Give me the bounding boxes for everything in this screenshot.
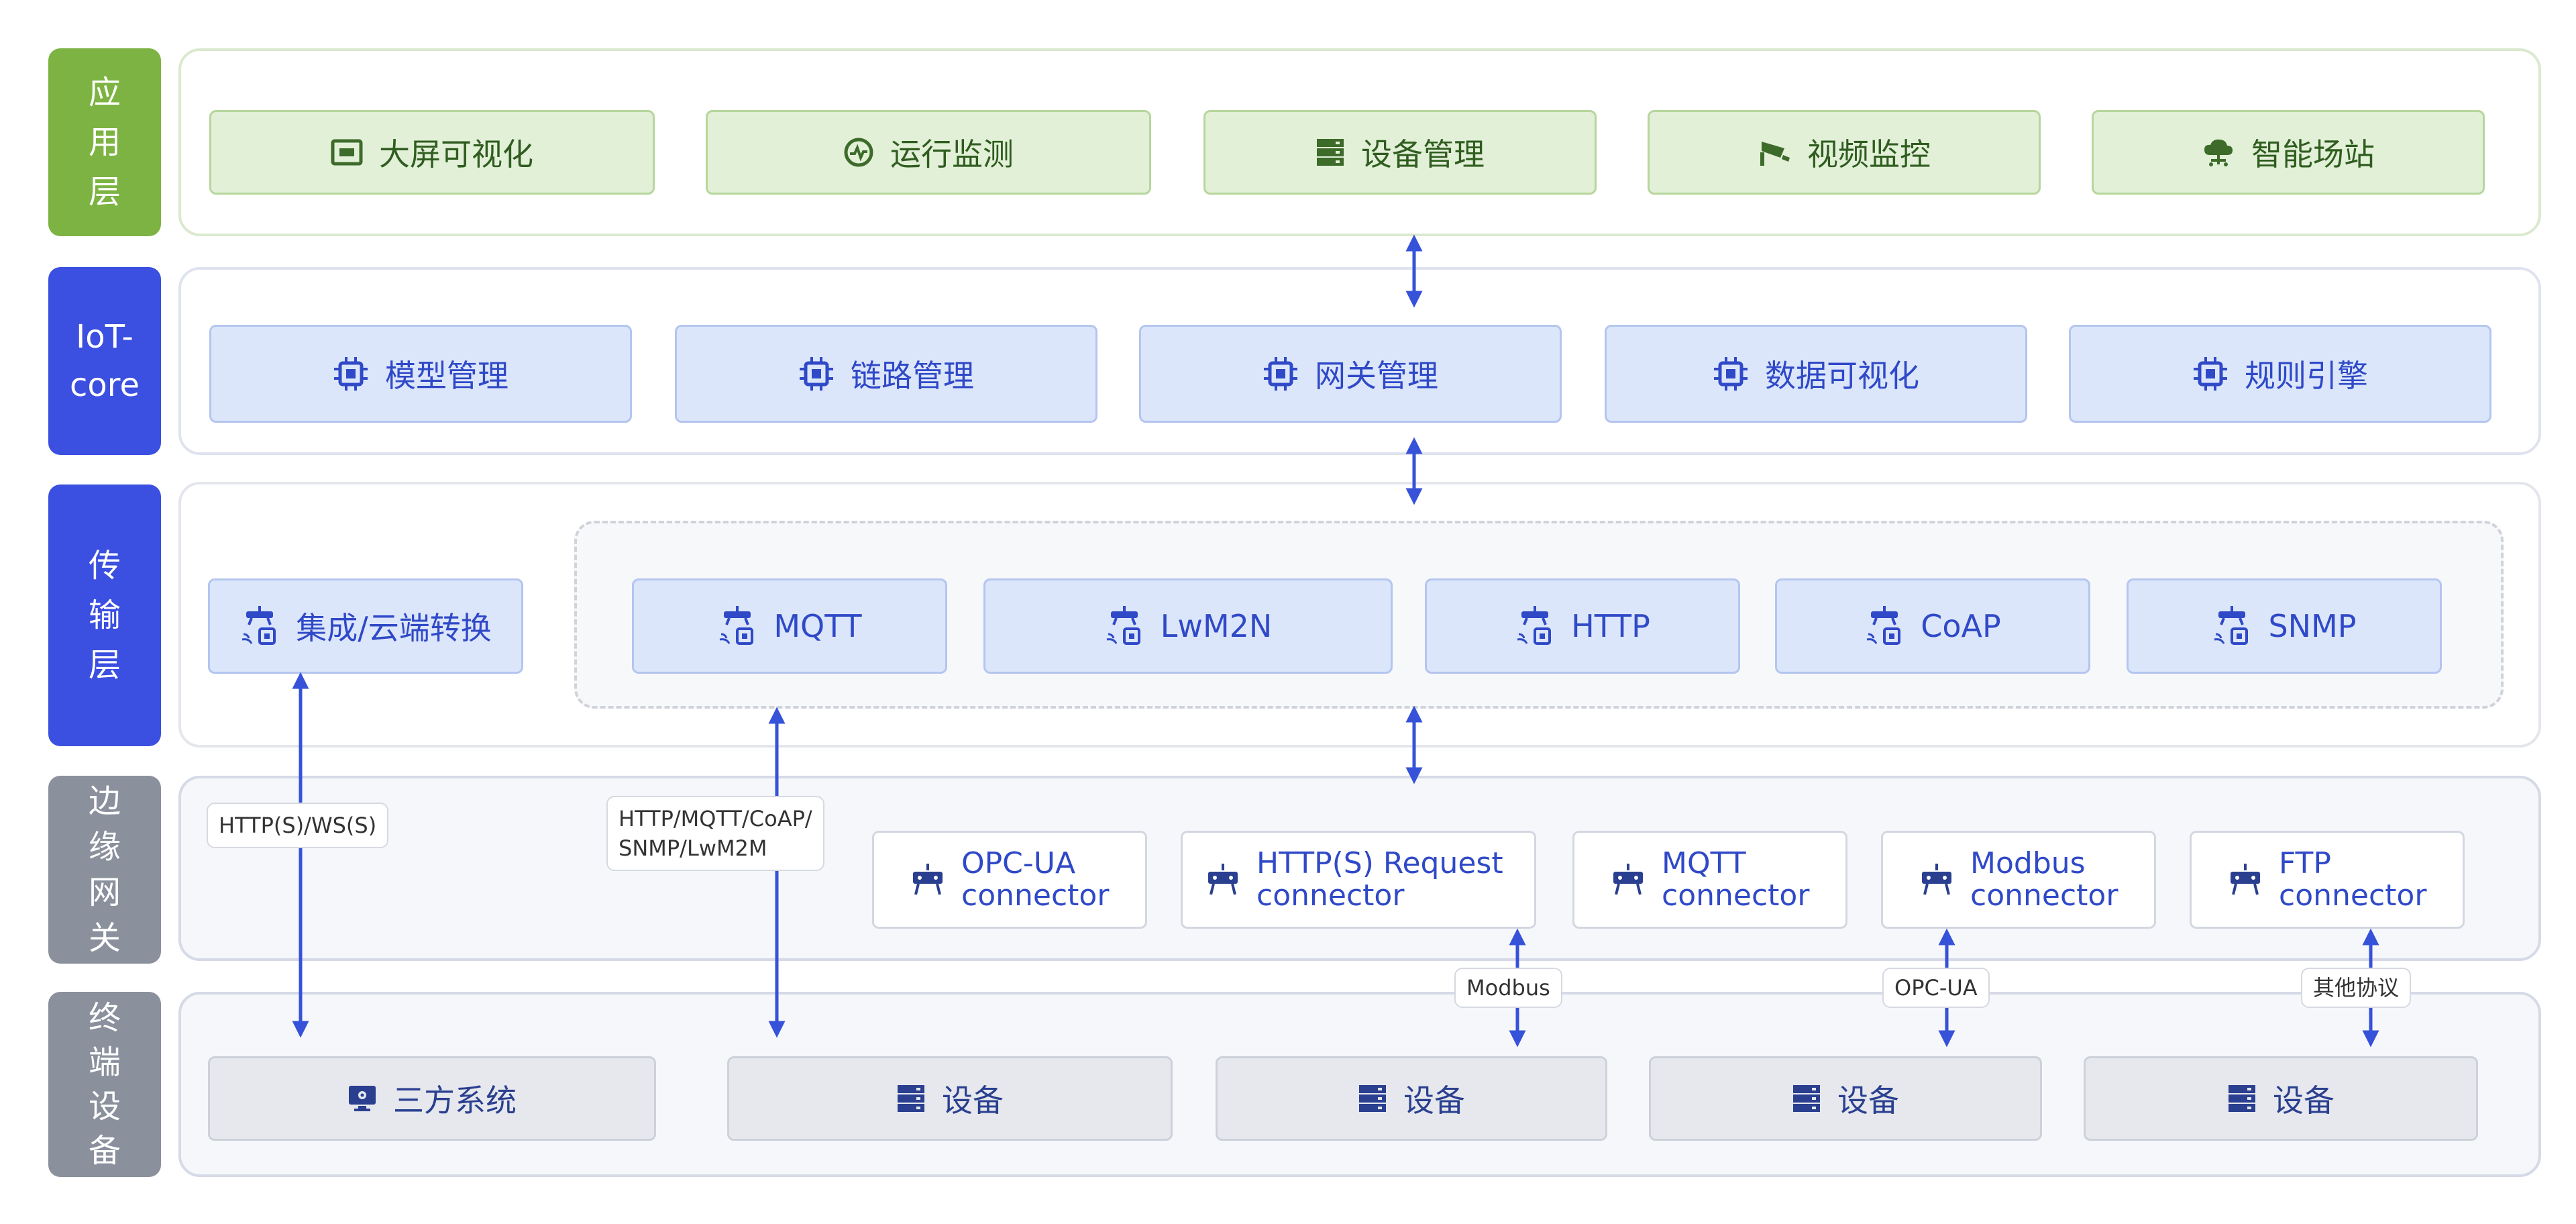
protocol-label-modbus: Modbus	[1454, 968, 1562, 1008]
app-item-label: 智能场站	[2251, 136, 2375, 172]
terminal-item-label: 设备	[1837, 1082, 1899, 1119]
transport-item-label: 集成/云端转换	[296, 610, 492, 646]
chip-icon	[334, 357, 368, 391]
iot-node-icon	[1106, 606, 1140, 645]
iot-node-icon	[1866, 606, 1901, 645]
protocol-label-https-ws: HTTP(S)/WS(S)	[207, 803, 389, 848]
iot-item-label: 模型管理	[385, 358, 508, 394]
chip-icon	[1264, 357, 1297, 391]
server-icon	[1793, 1085, 1820, 1112]
app-item-label: 大屏可视化	[379, 136, 533, 172]
protocol-label-opcua: OPC-UA	[1882, 968, 1990, 1008]
terminal-item-label: 三方系统	[393, 1082, 517, 1119]
server-icon	[1359, 1085, 1386, 1112]
terminal-item-third-party[interactable]: 三方系统	[208, 1039, 677, 1141]
terminal-item-label: 设备	[942, 1082, 1004, 1119]
app-item-label: 设备管理	[1361, 136, 1485, 172]
layer-label-iot-core: IoT- core	[48, 267, 161, 455]
connector-icon	[2231, 864, 2260, 895]
layer-label-edge: 边 缘 网 关	[48, 776, 161, 964]
iot-item-label: 数据可视化	[1765, 358, 1919, 394]
terminal-item-label: 设备	[1403, 1082, 1465, 1119]
iot-node-icon	[720, 606, 754, 645]
connector-icon	[1208, 864, 1238, 895]
app-item-label: 视频监控	[1807, 136, 1931, 172]
layer-label-app: 应 用 层	[48, 48, 161, 236]
protocol-label-other: 其他协议	[2301, 968, 2412, 1008]
app-item-run-monitor[interactable]: 运行监测	[706, 91, 1175, 195]
layer-label-transport: 传 输 层	[48, 484, 161, 746]
desktop-gear-icon	[349, 1086, 376, 1111]
transport-item-mqtt[interactable]: MQTT	[632, 562, 968, 674]
connector-icon	[1613, 864, 1643, 895]
transport-item-label: HTTP	[1571, 608, 1650, 644]
app-item-label: 运行监测	[890, 136, 1014, 172]
transport-item-label: MQTT	[773, 608, 862, 644]
server-icon	[1317, 139, 1344, 166]
connector-icon	[1922, 864, 1951, 895]
chip-icon	[800, 357, 833, 391]
iot-node-icon	[241, 606, 276, 645]
connector-icon	[913, 864, 943, 895]
iot-node-icon	[1517, 606, 1552, 645]
iot-node-icon	[2214, 606, 2249, 645]
monitor-icon	[331, 139, 363, 166]
iot-item-label: 链路管理	[851, 358, 974, 394]
iot-item-label: 网关管理	[1315, 358, 1438, 394]
chip-icon	[1714, 357, 1748, 391]
server-icon	[2229, 1085, 2255, 1112]
camera-icon	[1760, 142, 1790, 166]
terminal-item-label: 设备	[2273, 1082, 2334, 1119]
layer-label-terminal: 终 端 设 备	[48, 992, 161, 1177]
transport-item-label: SNMP	[2268, 608, 2357, 644]
iot-item-label: 规则引擎	[2245, 358, 2368, 394]
chip-icon	[2194, 357, 2227, 391]
protocol-label-http-mqtt-coap: HTTP/MQTT/CoAP/ SNMP/LwM2M	[606, 796, 824, 871]
transport-item-label: LwM2N	[1160, 608, 1273, 644]
server-icon	[898, 1085, 924, 1112]
cloud-network-icon	[2204, 139, 2233, 166]
transport-item-label: CoAP	[1921, 608, 2001, 644]
pulse-icon	[844, 138, 873, 167]
